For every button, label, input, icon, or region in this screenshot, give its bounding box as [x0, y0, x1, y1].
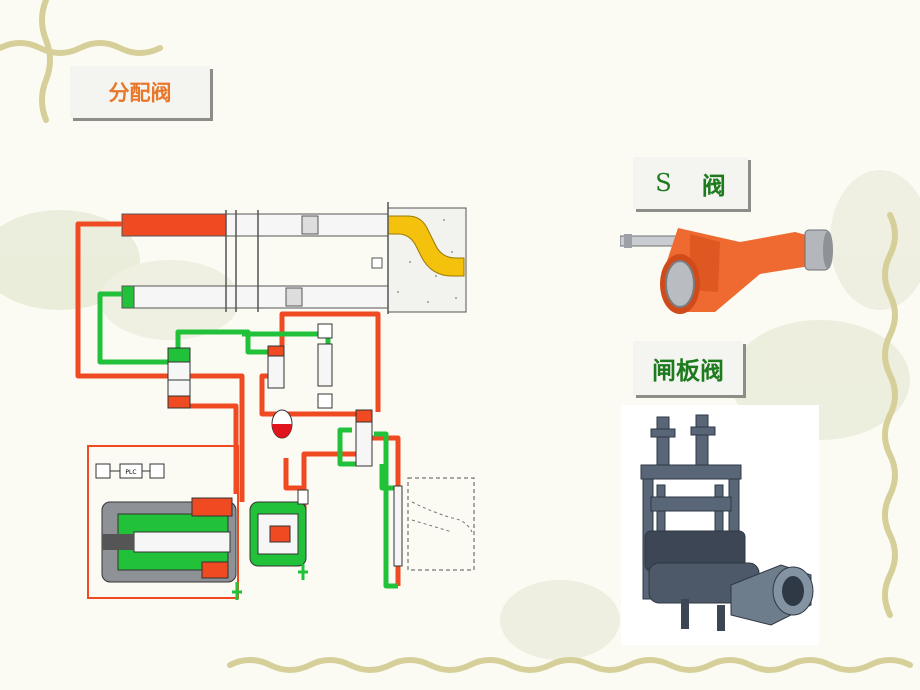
accumulator: [271, 409, 293, 439]
title-tab-distribution-valve: 分配阀: [70, 66, 210, 118]
auxiliary-pump: [249, 489, 309, 567]
s-valve-tab: S 阀: [633, 157, 748, 209]
s-valve-photo: [620, 228, 833, 314]
s-valve-char: 阀: [701, 171, 726, 200]
pumping-cylinders: [121, 202, 467, 314]
right-vine-border: [882, 212, 898, 618]
gate-valve-photo: [621, 405, 819, 645]
s-valve-letter: S: [655, 169, 672, 197]
plc-label: PLC: [125, 469, 136, 476]
hydraulic-circuit-diagram: PLC: [75, 202, 475, 600]
bottom-vine-border: [227, 657, 913, 673]
title-label: 分配阀: [108, 81, 172, 105]
control-box: PLC: [87, 445, 239, 599]
directional-valves: [167, 323, 373, 467]
gate-valve-label: 闸板阀: [652, 356, 724, 385]
tank-symbols: [232, 564, 308, 600]
gate-valve-cylinder: [393, 477, 475, 571]
top-left-vine-border: [0, 0, 163, 123]
main-pump: [101, 497, 237, 583]
gate-valve-tab: 闸板阀: [633, 341, 743, 395]
